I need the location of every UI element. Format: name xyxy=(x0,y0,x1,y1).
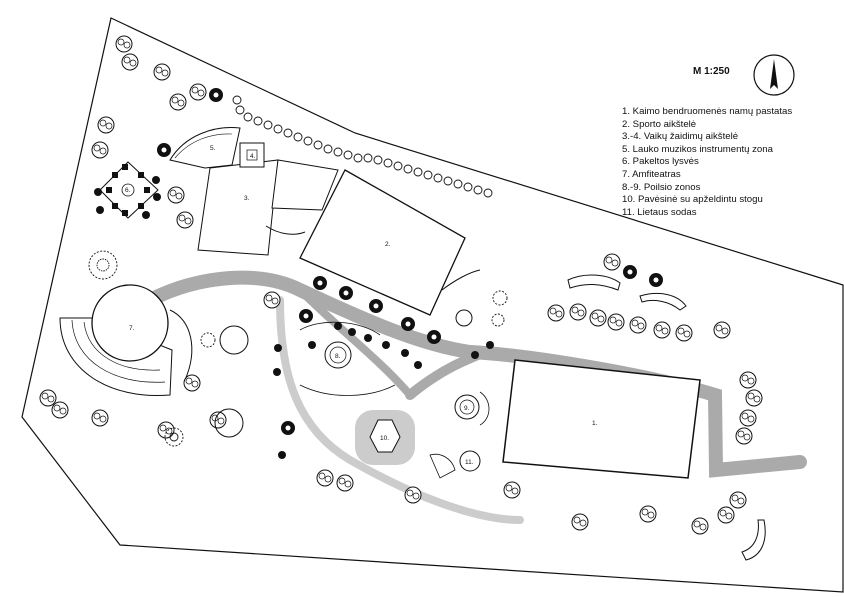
seating-rings xyxy=(214,309,473,438)
label-4: 4. xyxy=(250,153,256,160)
ornamental-plants xyxy=(88,250,508,447)
playground-4 xyxy=(239,142,265,168)
rain-garden xyxy=(429,450,481,479)
legend-item: 11. Lietaus sodas xyxy=(622,206,697,218)
label-1: 1. xyxy=(592,420,598,427)
label-7: 7. xyxy=(129,325,135,332)
north-arrow-icon xyxy=(752,53,796,102)
legend-item: 7. Amfiteatras xyxy=(622,168,681,180)
label-11: 11. xyxy=(465,459,474,466)
music-zone xyxy=(169,126,241,169)
legend-item: 8.-9. Poilsio zonos xyxy=(622,181,701,193)
label-5: 5. xyxy=(210,145,216,152)
legend: 1. Kaimo bendruomenės namų pastatas 2. S… xyxy=(622,106,837,219)
legend-item: 5. Lauko muzikos instrumentų zona xyxy=(622,143,773,155)
scale-label: M 1:250 xyxy=(693,66,730,77)
shrubs xyxy=(94,176,494,459)
label-8: 8. xyxy=(335,353,341,360)
legend-item: 3.-4. Vaikų žaidimų aikštelė xyxy=(622,131,739,143)
raised-beds xyxy=(99,161,159,219)
benches xyxy=(265,225,766,561)
hedge xyxy=(232,95,493,198)
legend-item: 10. Pavėsinė su apželdintu stogu xyxy=(622,194,763,206)
label-2: 2. xyxy=(385,241,391,248)
pavilion xyxy=(355,410,415,465)
legend-item: 2. Sporto aikštelė xyxy=(622,118,697,130)
amphitheatre xyxy=(59,284,193,397)
label-3: 3. xyxy=(244,195,250,202)
label-9: 9. xyxy=(464,405,470,412)
sports-court xyxy=(299,169,466,316)
rest-zone-8 xyxy=(299,321,396,396)
playground-3 xyxy=(197,159,279,256)
rest-zone-9 xyxy=(454,391,490,426)
legend-item: 1. Kaimo bendruomenės namų pastatas xyxy=(622,106,793,117)
legend-item: 6. Pakeltos lysvės xyxy=(622,156,699,168)
community-building xyxy=(502,359,701,479)
label-10: 10. xyxy=(380,435,389,442)
playground-2nd xyxy=(271,159,339,211)
label-6: 6. xyxy=(125,187,131,194)
